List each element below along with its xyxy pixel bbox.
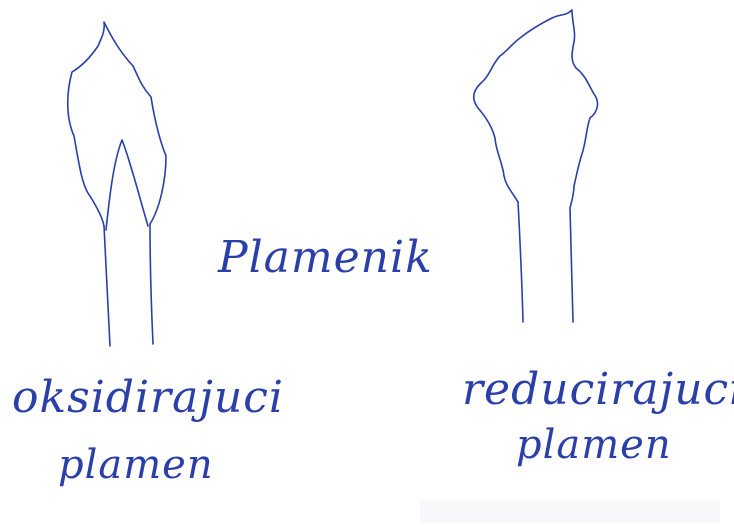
oxidizing-flame-label-line2: plamen bbox=[58, 442, 214, 488]
jagged-flame-outline bbox=[474, 10, 598, 208]
oxidizing-flame-drawing bbox=[68, 22, 166, 346]
reducing-flame-label: reducirajuci bbox=[462, 364, 734, 415]
burner-tube-left-wall bbox=[518, 202, 523, 322]
reducing-flame-drawing bbox=[474, 10, 598, 322]
reducing-flame-label-line2: plamen bbox=[516, 422, 672, 468]
burner-title: Plamenik bbox=[218, 232, 433, 283]
burner-tube-left-wall bbox=[104, 226, 110, 346]
outer-flame-cone bbox=[68, 22, 166, 226]
burner-tube-right-wall bbox=[150, 224, 153, 344]
inner-flame-cone bbox=[106, 140, 148, 230]
burner-tube-right-wall bbox=[570, 208, 573, 322]
oxidizing-flame-label: oksidirajuci bbox=[12, 372, 284, 423]
